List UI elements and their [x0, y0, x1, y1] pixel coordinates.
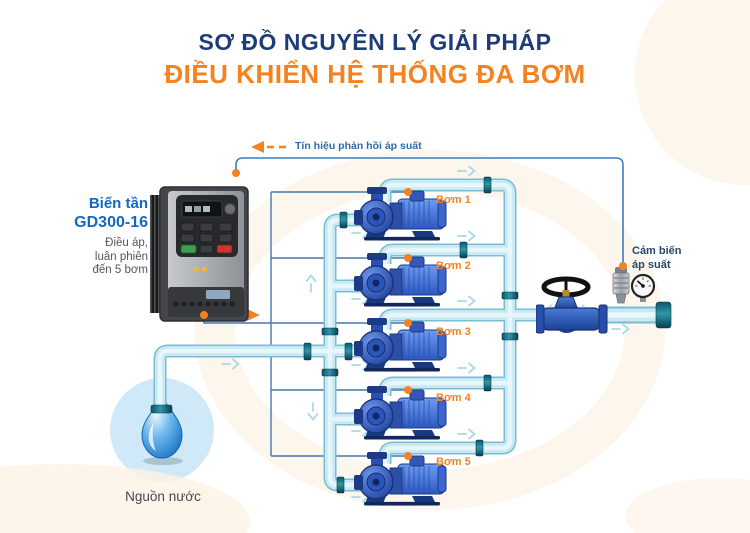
pump-1-label: Bơm 1: [436, 194, 471, 206]
water-source-label: Nguồn nước: [125, 489, 201, 504]
feedback-endpoint-dot: [232, 169, 240, 177]
pump-3-power-dot: [404, 319, 412, 327]
pump-2-power-dot: [404, 254, 412, 262]
pipe-flanges: [150, 176, 672, 494]
feedback-arrow-icon: [251, 141, 286, 153]
feedback-signal-label: Tín hiệu phản hồi áp suất: [295, 140, 422, 152]
sensor-dot: [619, 262, 627, 270]
pump-3-icon: [354, 318, 448, 372]
pump-5-power-dot: [404, 452, 412, 460]
pump-1-power-dot: [404, 188, 412, 196]
pump-3-label: Bơm 3: [436, 326, 471, 338]
inverter-label-block: Biến tần GD300-16 Điều áp, luân phiên đế…: [40, 195, 148, 278]
pump-4-power-dot: [404, 386, 412, 394]
inverter-desc-line1: Điều áp,: [105, 237, 148, 249]
pressure-sensor-label-line2: áp suất: [632, 258, 671, 271]
inverter-image: [150, 186, 249, 322]
pressure-transmitter-icon: [612, 267, 630, 304]
inverter-name: Biến tần: [88, 195, 148, 212]
diagram-title-line2: ĐIỀU KHIỂN HỆ THỐNG ĐA BƠM: [164, 59, 586, 89]
pump-2-label: Bơm 2: [436, 260, 471, 272]
inverter-model: GD300-16: [74, 214, 148, 231]
pressure-sensor-label-line1: Cảm biến: [632, 245, 682, 257]
feedback-signal-line: [235, 157, 624, 262]
pump-5-label: Bơm 5: [436, 456, 471, 468]
pressure-sensor-label: Cảm biến áp suất: [632, 245, 682, 272]
pump-4-label: Bơm 4: [436, 392, 471, 404]
inverter-desc-line3: đến 5 bơm: [92, 264, 149, 276]
pump-5-icon: [354, 452, 448, 506]
pump-2-icon: [354, 253, 448, 307]
pump-4-icon: [354, 386, 448, 440]
pump-1-icon: [354, 187, 448, 241]
inverter-desc-line2: luân phiên: [94, 250, 148, 263]
diagram-title-line1: SƠ ĐỒ NGUYÊN LÝ GIẢI PHÁP: [198, 29, 552, 55]
valve-icon: [536, 276, 608, 334]
pressure-gauge-icon: [630, 273, 656, 302]
control-endpoint-dot: [200, 311, 208, 319]
